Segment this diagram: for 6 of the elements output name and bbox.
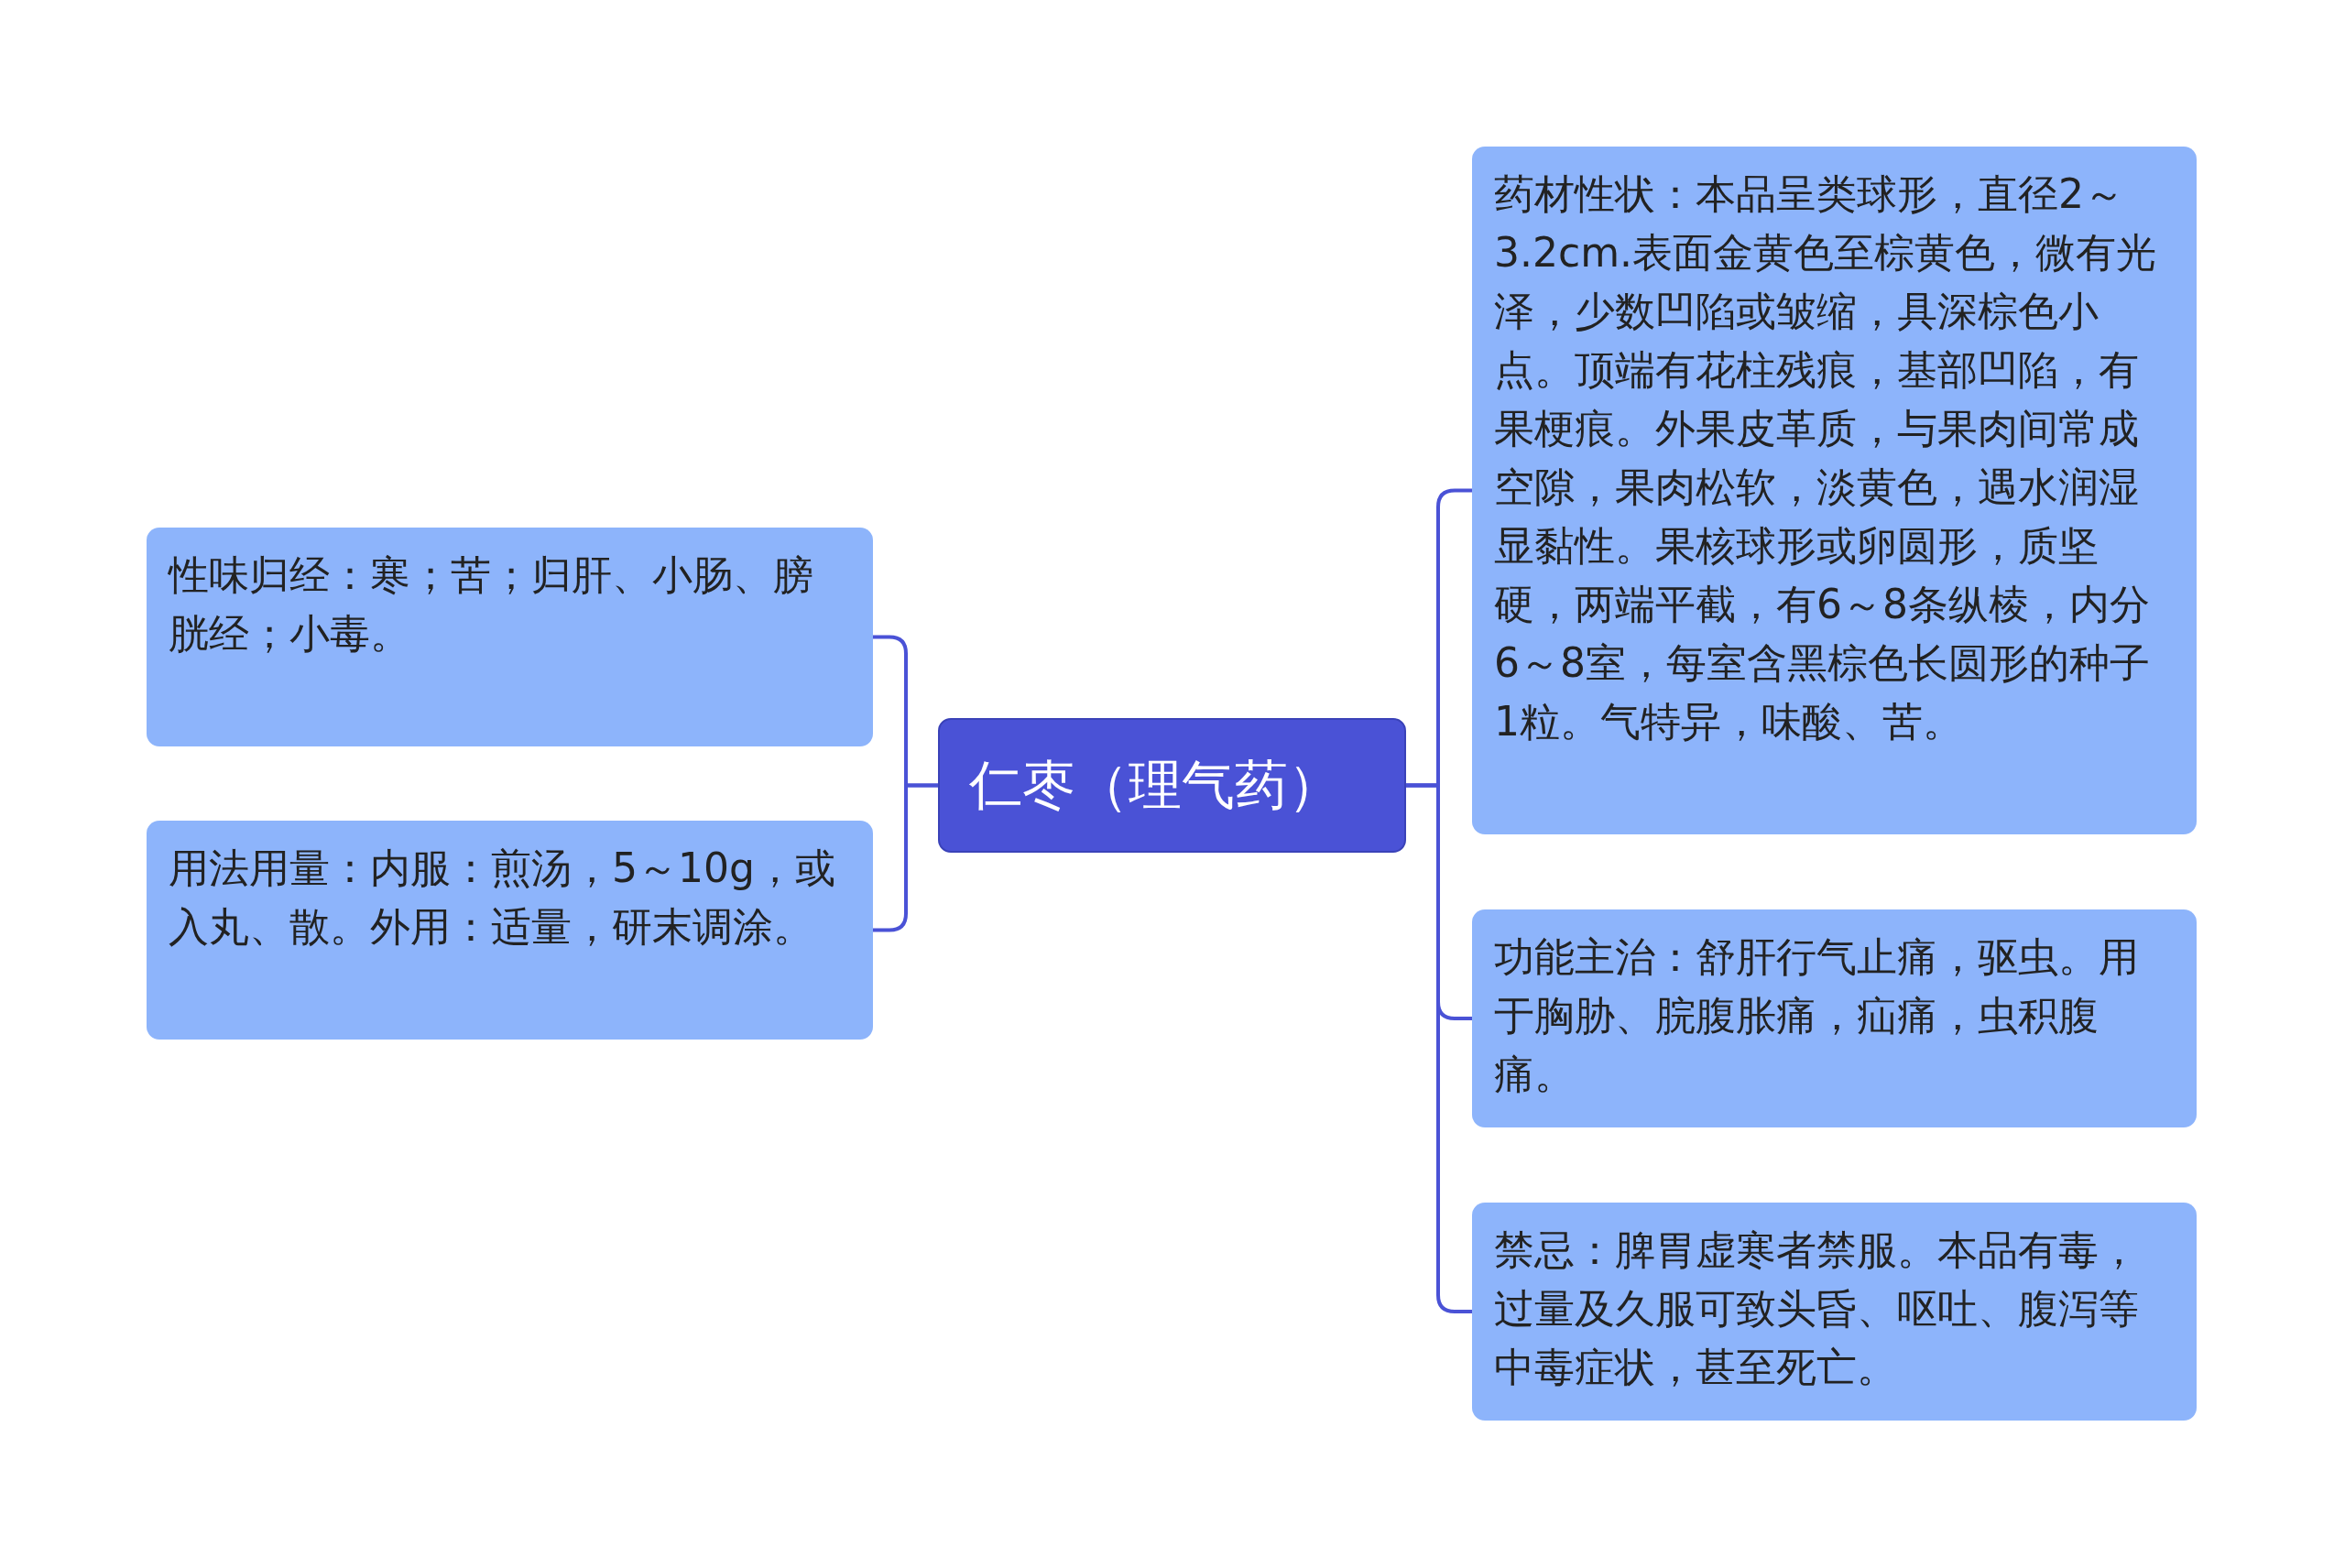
topic-box: 仁枣（理气药） <box>938 718 1406 853</box>
branch-box: 功能主治：舒肝行气止痛，驱虫。用于胸胁、脘腹胀痛，疝痛，虫积腹痛。 <box>1472 909 2197 1127</box>
branch-box: 性味归经：寒；苦；归肝、小肠、膀胱经；小毒。 <box>147 528 873 746</box>
branch-box: 用法用量：内服：煎汤，5～10g，或入丸、散。外用：适量，研末调涂。 <box>147 821 873 1040</box>
branch-box: 药材性状：本品呈类球形，直径2～3.2cm.表面金黄色至棕黄色，微有光泽，少数凹陷或皱缩，具深棕色小点。顶端有花柱残痕，基部凹陷，有果梗痕。外果皮革质，与果肉间常成空隙，果肉松软，淡黄色，遇水润湿显黏性。果核球形或卵圆形，质坚硬，两端平截，有6～8条纵棱，内分6～8室，每室含黑棕色长圆形的种子1粒。气特异，味酸、苦。 <box>1472 147 2197 834</box>
branch-box: 禁忌：脾胃虚寒者禁服。本品有毒，过量及久服可致头昏、呕吐、腹泻等中毒症状，甚至死亡。 <box>1472 1203 2197 1421</box>
